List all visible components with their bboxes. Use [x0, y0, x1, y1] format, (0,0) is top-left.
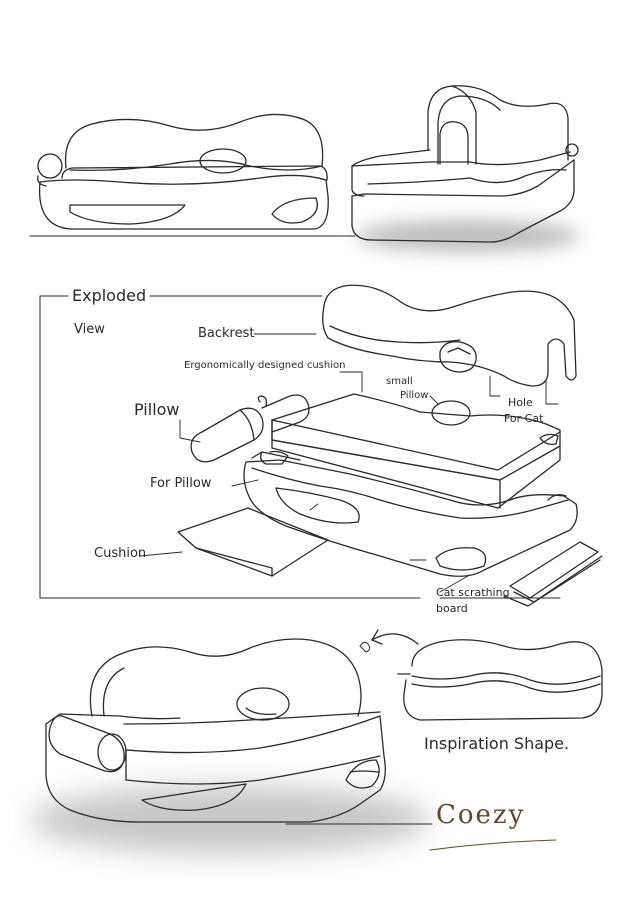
- label-hole: Hole: [508, 396, 533, 409]
- sofa-final-render: [45, 638, 386, 823]
- label-backrest: Backrest: [198, 326, 255, 341]
- label-cat-scratching: Cat scrathing: [436, 586, 510, 599]
- label-for-cat: For Cat: [504, 412, 544, 425]
- cushion-mat: [177, 507, 329, 577]
- label-for-pillow: For Pillow: [150, 476, 212, 491]
- label-exploded: Exploded: [72, 286, 147, 305]
- label-ergonomic-cushion: Ergonomically designed cushion: [184, 360, 346, 371]
- label-small: small: [386, 376, 413, 387]
- label-pillow: Pillow: [134, 400, 180, 419]
- label-cushion: Cushion: [94, 546, 147, 561]
- curved-arrow: [371, 633, 419, 645]
- pillow-bolster-right: [257, 394, 310, 433]
- label-small-pillow: Pillow: [400, 390, 429, 401]
- ergonomic-cushion: [271, 393, 561, 509]
- leader-lines: [139, 333, 559, 593]
- pillow-bolster-left: [190, 407, 264, 463]
- brand-name: Coezy: [436, 800, 526, 830]
- sofa-front-view: [29, 113, 356, 237]
- inspiration-shape: [397, 639, 603, 721]
- label-inspiration-shape: Inspiration Shape.: [424, 734, 570, 753]
- label-board: board: [436, 602, 468, 615]
- cat-scratching-board: [503, 541, 603, 607]
- sofa-angled-view: [351, 85, 579, 243]
- sofa-base-part: [243, 450, 578, 577]
- backrest-part: [322, 284, 577, 387]
- label-view: View: [74, 322, 105, 337]
